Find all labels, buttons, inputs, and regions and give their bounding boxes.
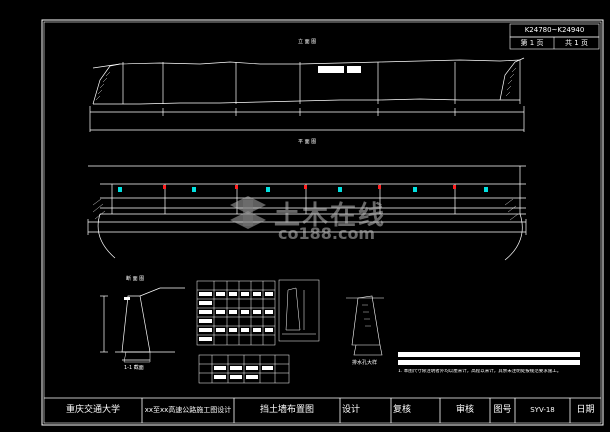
parameter-table-1 <box>196 280 276 346</box>
elevation-view <box>89 57 525 132</box>
elevation-title: 立 面 图 <box>298 39 317 45</box>
outer-frame <box>41 19 604 426</box>
design-label: 设计 <box>342 405 361 415</box>
review-label: 复核 <box>393 405 412 415</box>
design-note: 1. 本图尺寸除注明者外均以厘米计，高程以米计，其余未注明处按规范要求施工。 <box>398 369 562 374</box>
wall-cross-section <box>100 287 185 363</box>
drain-title: 排水孔大样 <box>352 360 378 366</box>
watermark-cn: 土木在线 <box>274 201 387 231</box>
ground-line-top <box>92 59 521 69</box>
table-1-fill <box>199 292 273 341</box>
school-name: 重庆交通大学 <box>65 405 120 415</box>
sheet-number: 第 1 页 <box>520 39 544 47</box>
project-name: xx至xx高速公路施工图设计 <box>144 406 232 414</box>
title-block-lines <box>44 397 601 423</box>
note-bar-1 <box>398 352 580 357</box>
range-label: K24780~K24940 <box>524 26 585 34</box>
left-slope <box>92 63 121 105</box>
date-label: 日期 <box>576 405 595 415</box>
watermark-url: co188.com <box>278 224 376 243</box>
sheet-info-box <box>509 23 600 50</box>
plan-title: 平 面 图 <box>298 139 317 145</box>
watermark: 土木在线 co188.com <box>212 191 412 251</box>
left-wing-curve <box>97 213 116 259</box>
audit-label: 审核 <box>455 405 474 415</box>
sheet-total: 共 1 页 <box>565 39 588 47</box>
note-bar-2 <box>398 360 580 365</box>
wall-bottom-line <box>93 98 520 105</box>
right-slope <box>499 57 525 101</box>
drawing-number-label: 图号 <box>493 405 512 415</box>
watermark-logo <box>230 196 266 229</box>
section-title: 断 面 图 <box>126 276 145 282</box>
right-wing-curve <box>504 213 523 261</box>
parameter-table-2 <box>198 354 290 384</box>
wall-detail-box <box>278 279 320 342</box>
inner-frame <box>43 21 602 424</box>
drain-hole-detail <box>346 295 384 356</box>
plan-markers <box>118 185 488 192</box>
drawing-name: 挡土墙布置图 <box>259 405 314 415</box>
section-label: 1-1 截面 <box>124 365 144 371</box>
drawing-number: SYV-18 <box>530 406 555 414</box>
